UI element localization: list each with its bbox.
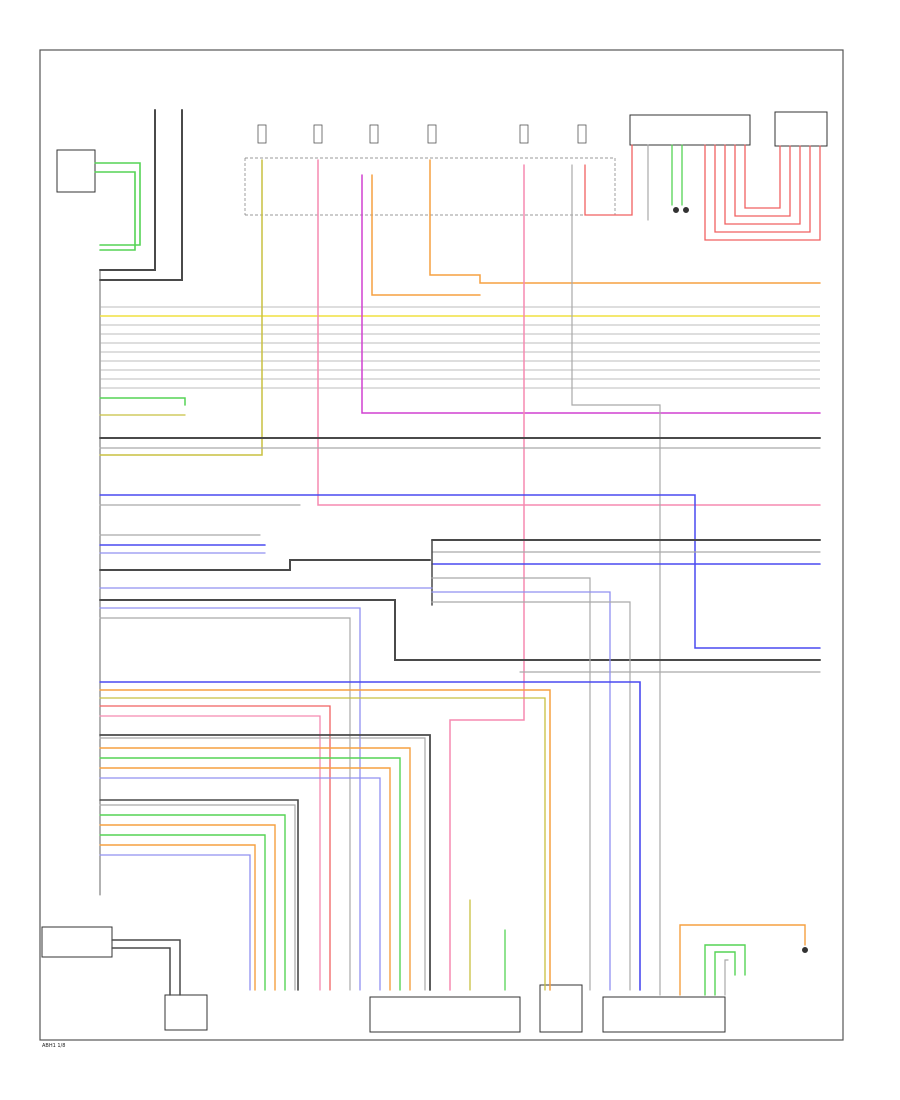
bottom-left-label-box — [41, 926, 113, 958]
ground-icon — [802, 947, 808, 953]
wire-lightblue-lower-5 — [99, 777, 381, 991]
wire-blue-to-central-1 — [99, 607, 361, 991]
wire-orange-bundle-2 — [99, 689, 551, 991]
wire-grey-to-central-2 — [99, 617, 351, 991]
bottom-left-small-box — [164, 994, 208, 1031]
top-vertical-wires — [94, 109, 821, 996]
wire-red-fuse-2 — [317, 159, 821, 506]
wire-black-lower-6 — [99, 734, 431, 991]
wire-black-bl-7 — [99, 799, 299, 991]
wire-black-diag-route — [99, 599, 821, 661]
wire-blue-long-1 — [99, 494, 821, 649]
wire-red-controller-2 — [704, 144, 821, 241]
fuse-6 — [577, 124, 587, 144]
wire-orange-bl-3 — [99, 824, 276, 991]
diagram-frame — [39, 49, 844, 1041]
wire-lightblue-bl-6 — [99, 854, 251, 991]
wire-olive-fuse-1 — [99, 159, 263, 456]
wire-red-bundle-4 — [99, 705, 331, 991]
wire-green-lower-3 — [99, 757, 401, 991]
central-module-box — [369, 996, 521, 1033]
wire-left-grey-vertical — [99, 109, 183, 281]
wire-grey-to-center-small — [431, 577, 591, 991]
wire-grey-lower-1 — [99, 737, 426, 991]
wire-green-bl-4 — [99, 834, 266, 991]
wire-orange-lower-4 — [99, 767, 391, 991]
fuse-2 — [313, 124, 323, 144]
wire-grey-fuse-6 — [571, 164, 661, 996]
wire-grey-to-right-bottom — [431, 601, 631, 991]
wire-red-controller-6 — [744, 144, 781, 209]
top-right-module-box — [774, 111, 828, 147]
wire-blue-bundle-1 — [99, 681, 641, 991]
fuse-symbols — [257, 124, 587, 144]
connector-rows — [100, 306, 820, 389]
wire-black-to-small-box-2 — [111, 947, 171, 996]
wire-black-horizontal-4 — [99, 559, 431, 571]
wire-olive-bundle-3 — [99, 697, 546, 991]
ground-icon — [683, 207, 689, 213]
wire-green-row-1 — [99, 397, 186, 406]
wire-orange-right-bottom — [679, 924, 806, 996]
wire-left-black-vertical — [99, 109, 156, 271]
wire-black-to-small-box — [111, 939, 181, 996]
wire-left-green-2 — [94, 171, 136, 251]
wire-pink-fuse-5 — [449, 164, 525, 991]
wire-green-rb-1 — [704, 944, 746, 996]
wire-green-bl-2 — [99, 814, 286, 991]
fuse-3 — [369, 124, 379, 144]
wire-pink-bundle-5 — [99, 715, 321, 991]
mid-horizontal-wires — [99, 397, 821, 996]
wire-orange-fuse-3 — [371, 174, 481, 296]
ground-symbols — [673, 207, 808, 953]
wire-left-green-1 — [94, 162, 141, 246]
wire-red-controller-1 — [584, 144, 633, 216]
wire-red-controller-3 — [714, 144, 811, 233]
wire-grey-bl-1 — [99, 804, 296, 991]
wire-orange-fuse-4 — [429, 159, 821, 284]
wire-orange-lower-2 — [99, 747, 411, 991]
page-code: ABH1 1/8 — [42, 1043, 65, 1049]
fuse-4 — [427, 124, 437, 144]
controller-module-box — [629, 114, 751, 146]
wire-orange-bl-5 — [99, 844, 256, 991]
fuse-1 — [257, 124, 267, 144]
wire-magenta-fuse-3 — [361, 174, 821, 414]
wire-red-controller-5 — [734, 144, 791, 217]
wire-grey-rb-3 — [724, 959, 729, 996]
right-bottom-module-box — [602, 996, 726, 1033]
fuse-5 — [519, 124, 529, 144]
wire-green-rb-2 — [714, 951, 736, 996]
wire-red-controller-4 — [724, 144, 801, 225]
left-connector-box — [56, 149, 96, 193]
wire-lightblue-to-center-small — [431, 591, 611, 991]
center-small-module-box — [539, 984, 583, 1033]
ground-icon — [673, 207, 679, 213]
